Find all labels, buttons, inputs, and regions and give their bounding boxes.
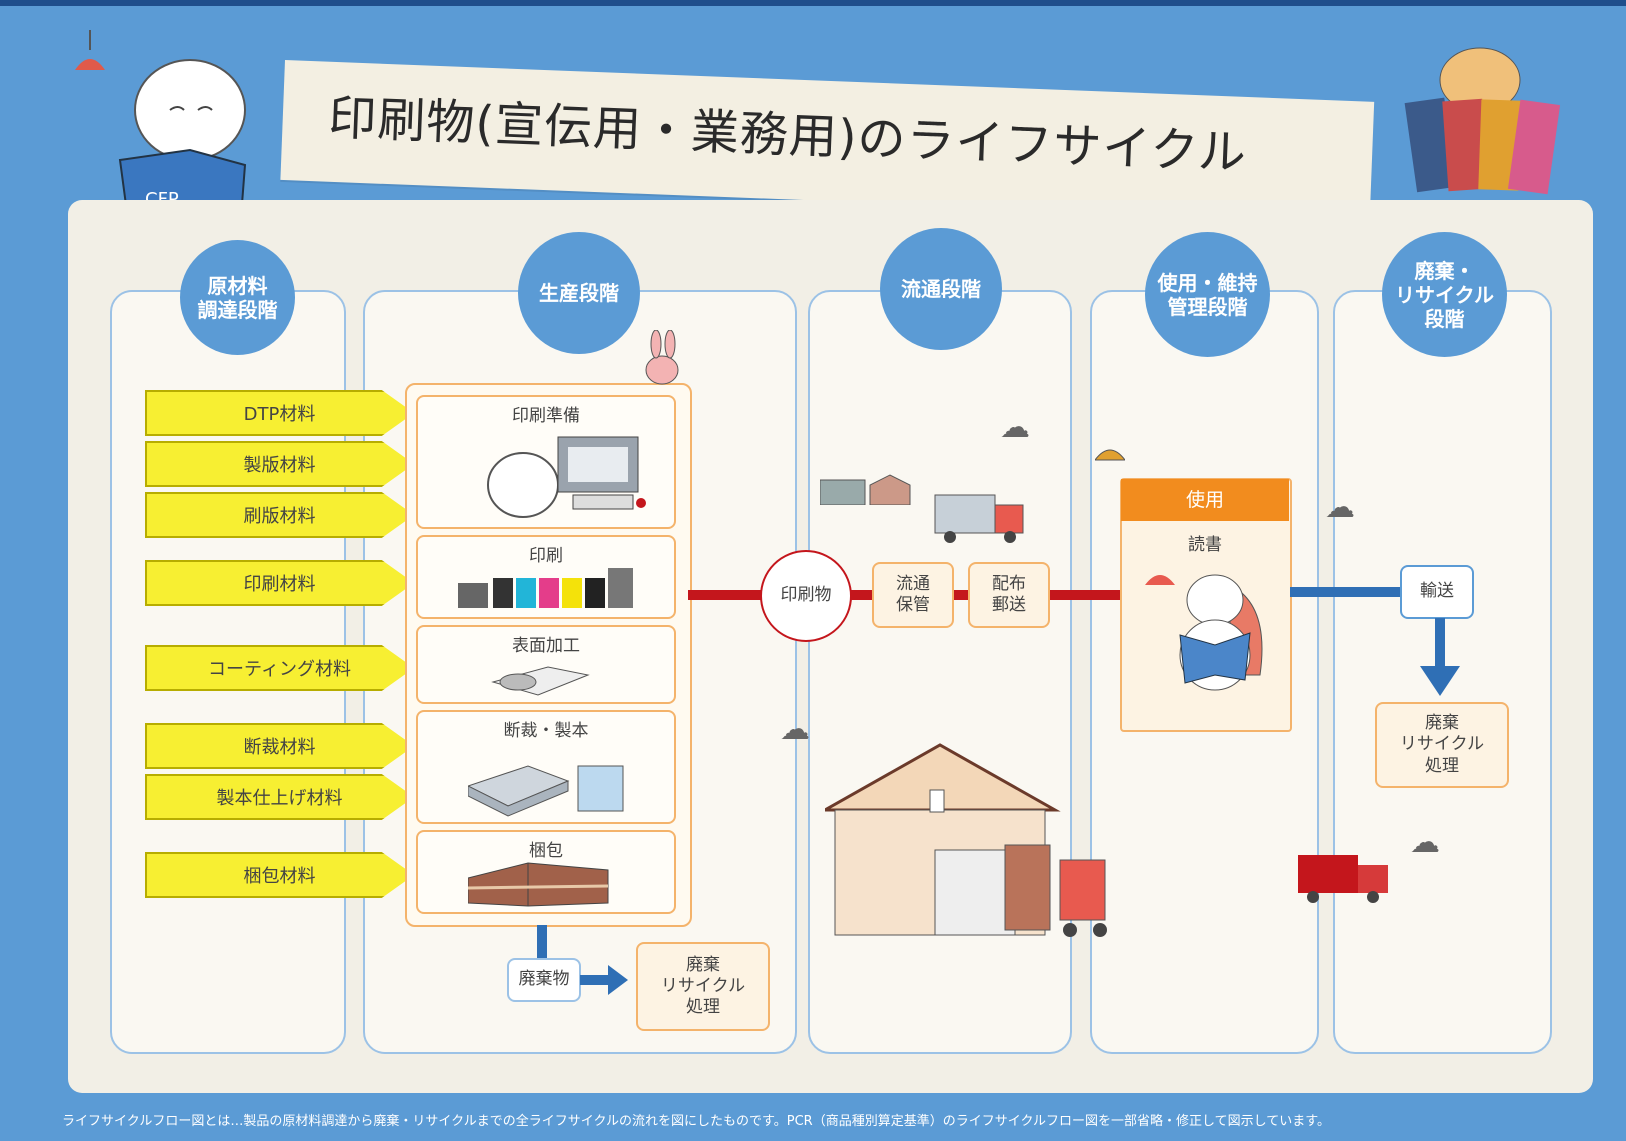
stage-disposal-recycling: 廃棄・ リサイクル 段階 [1382,232,1507,357]
paper-stack-icon [468,765,624,817]
cardboard-boxes-icon [468,862,609,907]
cloud-icon: ☁ [780,712,810,747]
waste-arrow-icon [580,965,628,995]
process-cutting-binding: 断裁・製本 [416,710,676,824]
stage-distribution: 流通段階 [880,228,1002,350]
top-bar [0,0,1626,6]
down-arrow-icon [1420,618,1460,696]
shop-buildings-icon [820,474,911,505]
truck-icon [934,494,1024,543]
distribution-delivery-box: 配布 郵送 [968,562,1050,628]
cloud-icon: ☁ [1325,490,1355,525]
bear-reading-chair-icon [1145,574,1263,691]
process-prepress: 印刷準備 [416,395,676,529]
transport-box: 輸送 [1400,565,1474,619]
use-reading-label: 読書 [1188,535,1222,555]
distribution-storage-box: 流通 保管 [872,562,954,628]
warehouse-icon [825,743,1107,937]
process-prepress-label: 印刷準備 [512,406,580,426]
stage-production: 生産段階 [518,232,640,354]
rabbit-icon [645,330,679,385]
cloud-icon: ☁ [1410,825,1440,860]
material-packaging: 梱包材料 [145,852,414,898]
printing-press-icon [458,568,633,608]
process-surface-label: 表面加工 [512,636,580,656]
process-surface-finishing: 表面加工 [416,625,676,704]
waste-treatment-box: 廃棄 リサイクル 処理 [636,942,770,1031]
material-printing: 印刷材料 [145,560,414,606]
material-binding-finish: 製本仕上げ材料 [145,774,414,820]
bear-computer-icon [487,436,646,518]
footer-note: ライフサイクルフロー図とは…製品の原材料調達から廃棄・リサイクルまでの全ライフサ… [62,1114,1330,1129]
material-dtp: DTP材料 [145,390,414,436]
use-header: 使用 [1121,479,1289,521]
process-printing: 印刷 [416,535,676,619]
process-cutting-label: 断裁・製本 [503,721,589,741]
hub-printed-matter: 印刷物 [760,550,852,642]
lamp-icon [1095,449,1125,461]
process-packaging: 梱包 [416,830,676,914]
waste-box: 廃棄物 [507,958,581,1002]
disposal-treatment-box: 廃棄 リサイクル 処理 [1375,702,1509,788]
material-coating: コーティング材料 [145,645,414,691]
stage-use-maintenance: 使用・維持 管理段階 [1145,232,1270,357]
waste-connector-line [537,925,547,960]
material-printing-plate: 刷版材料 [145,492,414,538]
process-printing-label: 印刷 [529,546,563,566]
material-cutting: 断裁材料 [145,723,414,769]
bear-with-magazines-icon [1404,47,1561,195]
process-packaging-label: 梱包 [529,841,563,861]
coating-roller-icon [491,666,590,696]
disposal-truck-icon [1298,855,1388,903]
flow-line-blue [1290,587,1405,597]
cloud-icon: ☁ [1000,410,1030,445]
stage-raw-materials: 原材料 調達段階 [180,240,295,355]
material-platemaking: 製版材料 [145,441,414,487]
